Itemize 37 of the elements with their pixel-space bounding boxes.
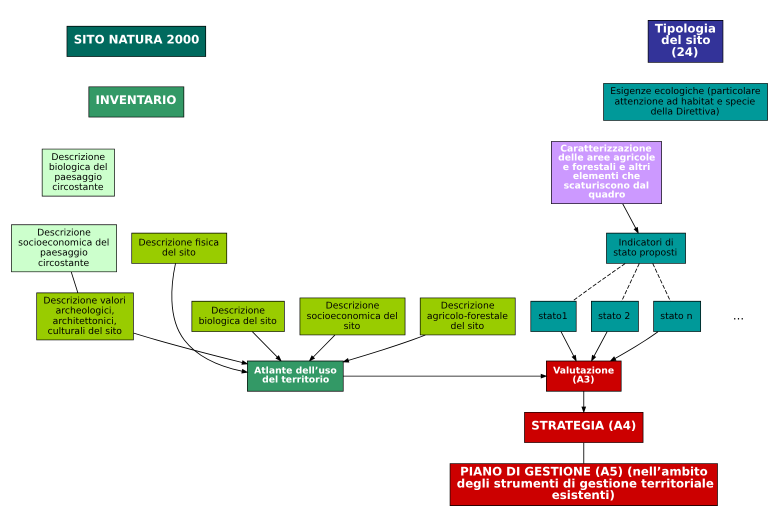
arrow (343, 374, 548, 378)
arrow (560, 331, 577, 362)
node-box: PIANO DI GESTIONE (A5) (nell’ambito degli strumenti di gestione territoriale esistenti) (450, 463, 718, 506)
arrow (342, 334, 426, 363)
arrow (171, 263, 248, 374)
node-box: Descrizione valori archeologici, architettonici, culturali del sito (36, 292, 134, 340)
connector (652, 263, 671, 302)
node-box: stato 2 (591, 300, 639, 332)
node-box: stato1 (530, 300, 577, 332)
arrow (581, 390, 586, 414)
node-box: Descrizione biologica del sito (192, 300, 285, 332)
label: ... (732, 308, 744, 323)
arrow (609, 331, 658, 362)
node-box: Valutazione (A3) (546, 360, 622, 392)
node-box: Descrizione fisica del sito (131, 232, 228, 264)
connector (583, 442, 584, 464)
arrow (133, 332, 249, 365)
node-box: Indicatori di stato proposti (606, 232, 686, 264)
arrow (591, 331, 608, 362)
node-box: STRATEGIA (A4) (524, 412, 644, 443)
arrow (308, 334, 336, 362)
arrow (252, 331, 282, 362)
node-box: Esigenze ecologiche (particolare attenzione ad habitat e specie della Direttiva) (603, 83, 768, 121)
node-box: SITO NATURA 2000 (66, 26, 206, 57)
arrow (622, 203, 639, 234)
node-box: Descrizione socioeconomica del sito (300, 298, 406, 336)
node-box: Tipologia del sito (24) (648, 20, 724, 63)
node-box: Caratterizzazione delle aree agricole e forestali e altri elementi che scaturiscono dal quadro (551, 141, 662, 204)
node-box: Descrizione socioeconomica del paesaggio circostante (11, 224, 117, 272)
connector (621, 263, 640, 302)
connector (70, 272, 78, 294)
connector (572, 263, 626, 302)
node-box: Descrizione agricolo-forestale del sito (420, 298, 516, 336)
node-box: stato n (653, 300, 702, 332)
node-box: INVENTARIO (88, 86, 184, 118)
node-box: Descrizione biologica del paesaggio circostante (42, 148, 115, 196)
node-box: Atlante dell’uso del territorio (247, 360, 344, 392)
